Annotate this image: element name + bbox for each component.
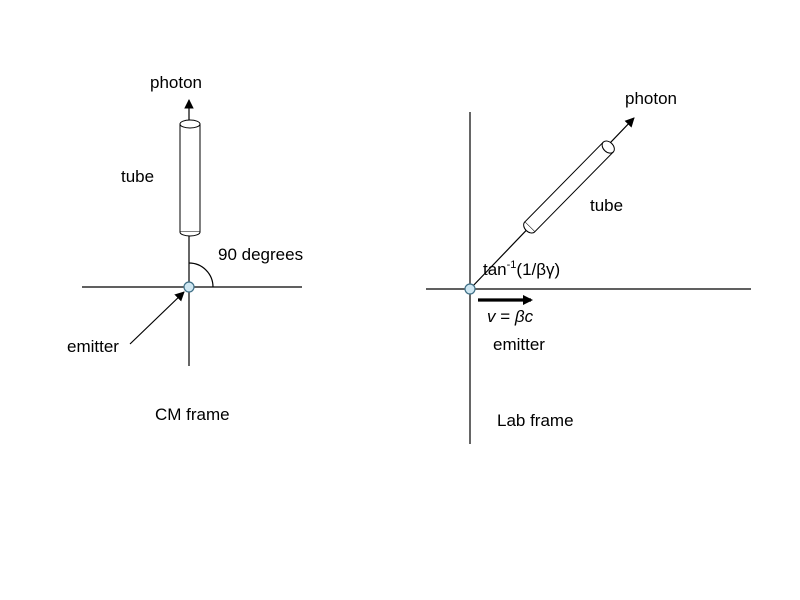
cm-tube-label: tube <box>121 167 154 186</box>
lab-velocity-beta: β <box>514 307 525 326</box>
lab-frame-label: Lab frame <box>497 411 574 430</box>
cm-frame-panel: photon tube 90 degrees emitter CM frame <box>67 73 303 424</box>
lab-velocity-c: c <box>525 307 534 326</box>
cm-angle-label: 90 degrees <box>218 245 303 264</box>
cm-photon-label: photon <box>150 73 202 92</box>
cm-tube <box>179 119 201 237</box>
lab-velocity-equals: = <box>496 307 515 326</box>
lab-emitter-label: emitter <box>493 335 545 354</box>
cm-emitter-dot <box>183 281 195 293</box>
lab-frame-panel: photon tube tan-1(1/βγ) v = βc emitter L… <box>426 89 751 444</box>
lab-tube-label: tube <box>590 196 623 215</box>
lab-photon-label: photon <box>625 89 677 108</box>
cm-frame-label: CM frame <box>155 405 230 424</box>
lab-tube <box>523 140 615 234</box>
lab-angle-exponent: -1 <box>507 259 517 271</box>
lab-velocity-v: v <box>487 307 497 326</box>
lab-velocity-label: v = βc <box>487 307 534 326</box>
lab-angle-label: tan-1(1/βγ) <box>483 259 560 279</box>
lab-angle-fn: tan <box>483 260 507 279</box>
lab-angle-arg: (1/βγ) <box>516 260 560 279</box>
lab-emitter-dot <box>464 283 476 295</box>
cm-right-angle-arc <box>188 262 214 288</box>
cm-emitter-label: emitter <box>67 337 119 356</box>
cm-emitter-arrow <box>129 291 185 345</box>
